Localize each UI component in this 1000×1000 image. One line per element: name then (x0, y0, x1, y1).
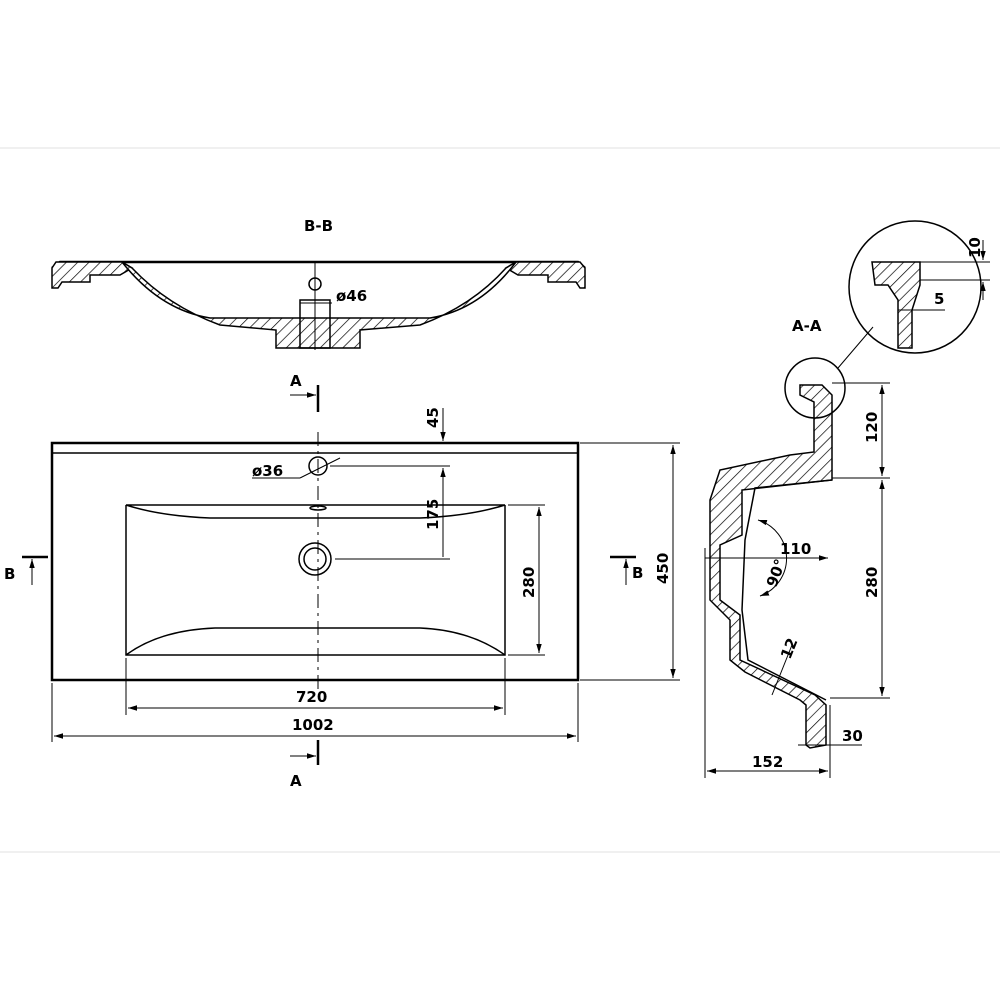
dim-120-label: 120 (863, 412, 881, 443)
aa-detail-ref-circle (784, 357, 846, 419)
plan-drain-inner (303, 547, 327, 571)
plan-view: A A B B 45 175 ø36 280 4 (4, 372, 680, 790)
dim-90-arc (757, 519, 788, 597)
dim-12-label: 12 (777, 635, 802, 661)
section-bb-title: B-B (304, 217, 333, 235)
section-bb: B-B ø46 (51, 217, 586, 350)
section-aa-title: A-A (792, 317, 822, 335)
cut-a-top-label: A (290, 372, 302, 390)
dim-280-label: 280 (520, 567, 538, 598)
cut-b-right-label: B (632, 564, 643, 582)
dim-30-label: 30 (842, 727, 863, 745)
plan-basin-front (125, 627, 506, 656)
section-aa: A-A 10 5 120 280 110 90° (704, 220, 990, 778)
dim-45-label: 45 (424, 407, 442, 428)
plan-drain-outer (298, 542, 332, 576)
dim-90-label: 90° (763, 557, 790, 590)
plan-outer (50, 441, 580, 682)
aa-detail-leader (837, 326, 874, 369)
dim-36-leader (299, 457, 341, 479)
cut-a-bottom-label: A (290, 772, 302, 790)
aa-bowl-surface (741, 479, 833, 701)
plan-tap-hole (308, 456, 328, 476)
bb-left-rim (51, 261, 134, 289)
plan-basin-outline (125, 505, 506, 656)
bb-bowl-wall (121, 261, 517, 349)
dim-1002-label: 1002 (292, 716, 334, 734)
dim-36-label: ø36 (252, 462, 283, 480)
dim-110-label: 110 (780, 540, 811, 558)
plan-basin-back (125, 504, 506, 519)
bb-drain-diameter-label: ø46 (336, 287, 367, 305)
detail-dim-10-label: 10 (966, 237, 984, 258)
detail-profile (871, 261, 921, 349)
dim-12-line (771, 644, 793, 696)
dim-280s-label: 280 (863, 567, 881, 598)
dim-450-label: 450 (654, 553, 672, 584)
cut-b-left-label: B (4, 565, 15, 583)
bb-right-rim (504, 261, 586, 289)
dim-720-label: 720 (296, 688, 327, 706)
detail-dim-5-label: 5 (934, 290, 944, 308)
dim-175-label: 175 (424, 499, 442, 530)
dim-152-label: 152 (752, 753, 783, 771)
